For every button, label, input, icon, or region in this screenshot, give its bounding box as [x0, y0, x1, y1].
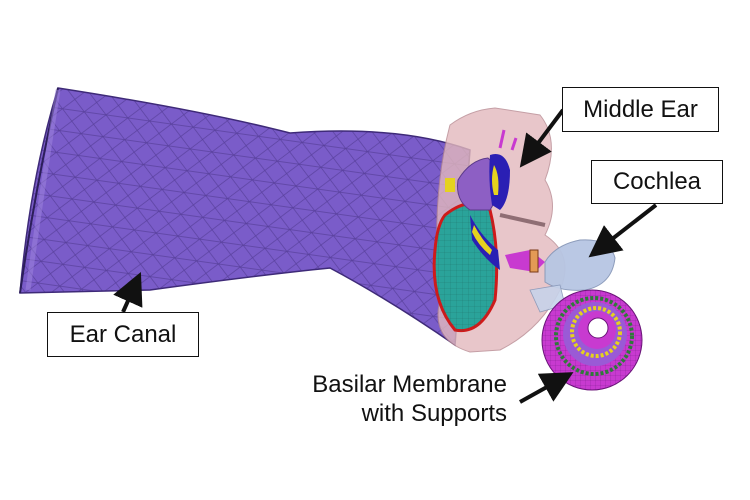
basilar-label-line1: Basilar Membrane [312, 371, 507, 398]
middle-ear-arrow [519, 108, 565, 168]
ear-drum [432, 202, 499, 333]
ear-canal [19, 87, 471, 347]
cochlea-arrow [588, 203, 658, 258]
ear-canal-label: Ear Canal [47, 312, 199, 357]
ear-canal-arrow [113, 272, 143, 313]
basilar-membrane [541, 289, 643, 391]
basilar-label-line2: with Supports [361, 400, 507, 427]
basilar-arrow [519, 372, 574, 404]
middle-ear-label: Middle Ear [562, 87, 719, 132]
ossicles [445, 129, 546, 273]
cochlea-label: Cochlea [591, 160, 723, 204]
basilar-membrane-label: Basilar Membrane with Supports [290, 370, 507, 428]
